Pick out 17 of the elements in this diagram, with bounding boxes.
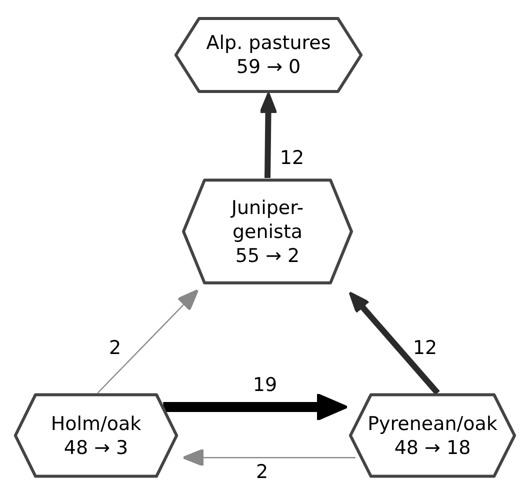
arrow bbox=[163, 393, 348, 422]
hexagon-node bbox=[180, 178, 355, 285]
node-count: 48 → 3 bbox=[64, 436, 128, 460]
node-name: Juniper-genista bbox=[229, 196, 305, 244]
hexagon-node bbox=[347, 393, 518, 478]
node-count: 55 → 2 bbox=[235, 244, 300, 268]
arrow bbox=[348, 292, 440, 395]
arrow bbox=[97, 289, 198, 394]
node-name: Pyrenean/oak bbox=[368, 412, 498, 436]
arrow bbox=[182, 448, 356, 467]
hexagon-node bbox=[172, 17, 365, 93]
node-name: Holm/oak bbox=[50, 412, 142, 436]
arrow bbox=[259, 92, 278, 178]
node-name: Alp. pastures bbox=[206, 31, 331, 55]
node-count: 48 → 18 bbox=[394, 436, 471, 460]
hexagon-node bbox=[12, 393, 180, 478]
node-count: 59 → 0 bbox=[236, 55, 301, 79]
